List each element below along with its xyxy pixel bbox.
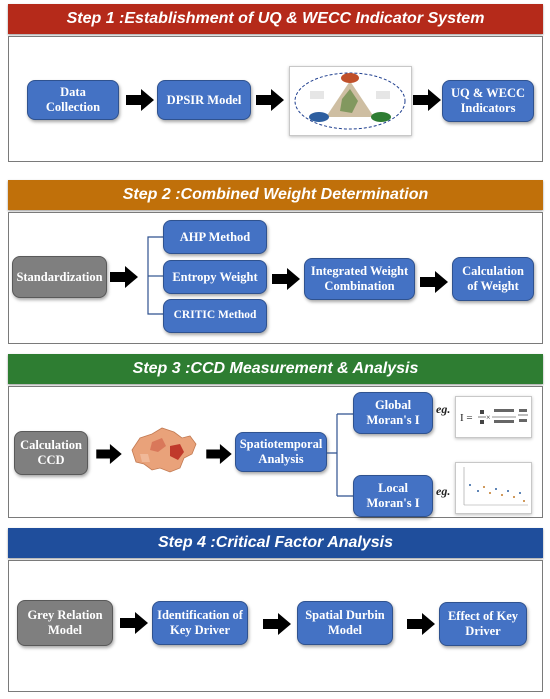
step2-banner: Step 2 :Combined Weight Determination: [8, 180, 543, 210]
entropy-label: Entropy Weight: [172, 269, 258, 284]
example-label: eg.: [436, 402, 451, 416]
step4-title: Step 4 :Critical Factor Analysis: [157, 534, 394, 551]
arrow-icon: [413, 89, 441, 111]
local-morans-i-box: Local Moran's I: [353, 475, 433, 517]
standardization-label: Standardization: [16, 269, 103, 284]
standardization-box: Standardization: [12, 256, 107, 298]
uq-wecc-indicators-box: UQ & WECC Indicators: [442, 80, 534, 122]
calculation-ccd-box: Calculation CCD: [14, 431, 88, 475]
arrow-icon: [126, 89, 154, 111]
calc-weight-label: Calculation of Weight: [462, 264, 524, 293]
step1-banner: Step 1 :Establishment of UQ & WECC Indic…: [8, 4, 543, 34]
svg-text:I =: I =: [460, 412, 473, 424]
local-morans-scatter-thumbnail: [455, 462, 532, 514]
arrow-icon: [420, 271, 448, 293]
global-morans-i-box: Global Moran's I: [353, 392, 433, 434]
global-label: Global Moran's I: [366, 398, 420, 427]
data-collection-label: Data Collection: [45, 85, 101, 114]
arrow-icon: [120, 612, 148, 634]
bracket-connector: [327, 413, 355, 497]
critic-label: CRITIC Method: [173, 309, 257, 322]
dpsir-label: DPSIR Model: [166, 92, 242, 107]
arrow-icon: [256, 89, 284, 111]
grey-relation-model-box: Grey Relation Model: [17, 600, 113, 646]
arrow-icon: [110, 266, 138, 288]
global-morans-formula-thumbnail: I = ×: [455, 396, 532, 438]
example-label: eg.: [436, 484, 451, 498]
spatiotemporal-label: Spatiotemporal Analysis: [239, 437, 323, 466]
entropy-weight-box: Entropy Weight: [163, 260, 267, 294]
integrated-weight-box: Integrated Weight Combination: [304, 258, 415, 300]
dpsir-model-box: DPSIR Model: [157, 80, 251, 120]
calc-ccd-label: Calculation CCD: [20, 438, 82, 467]
svg-text:×: ×: [486, 413, 491, 422]
arrow-icon: [206, 444, 232, 464]
spatiotemporal-analysis-box: Spatiotemporal Analysis: [235, 432, 327, 472]
effect-label: Effect of Key Driver: [447, 609, 519, 638]
arrow-icon: [96, 444, 122, 464]
bracket-connector: [147, 236, 163, 315]
identification-key-driver-box: Identification of Key Driver: [152, 601, 248, 645]
critic-method-box: CRITIC Method: [163, 299, 267, 333]
integrated-label: Integrated Weight Combination: [310, 264, 409, 293]
indicators-label: UQ & WECC Indicators: [450, 86, 526, 115]
arrow-icon: [263, 613, 291, 635]
step2-title: Step 2 :Combined Weight Determination: [122, 186, 429, 203]
ccd-map-thumbnail: [131, 427, 197, 473]
arrow-icon: [407, 613, 435, 635]
calculation-of-weight-box: Calculation of Weight: [452, 257, 534, 301]
arrow-icon: [272, 268, 300, 290]
identification-label: Identification of Key Driver: [157, 608, 243, 637]
effect-key-driver-box: Effect of Key Driver: [439, 602, 527, 646]
local-label: Local Moran's I: [366, 481, 420, 510]
step3-title: Step 3 :CCD Measurement & Analysis: [132, 360, 419, 377]
step4-banner: Step 4 :Critical Factor Analysis: [8, 528, 543, 558]
data-collection-box: Data Collection: [27, 80, 119, 120]
spatial-durbin-model-box: Spatial Durbin Model: [297, 601, 393, 645]
step1-title: Step 1 :Establishment of UQ & WECC Indic…: [66, 10, 485, 27]
step3-banner: Step 3 :CCD Measurement & Analysis: [8, 354, 543, 384]
durbin-label: Spatial Durbin Model: [305, 608, 385, 637]
dpsir-diagram-thumbnail: [289, 66, 412, 136]
ahp-method-box: AHP Method: [163, 220, 267, 254]
grey-relation-label: Grey Relation Model: [27, 608, 103, 637]
ahp-label: AHP Method: [179, 229, 251, 244]
